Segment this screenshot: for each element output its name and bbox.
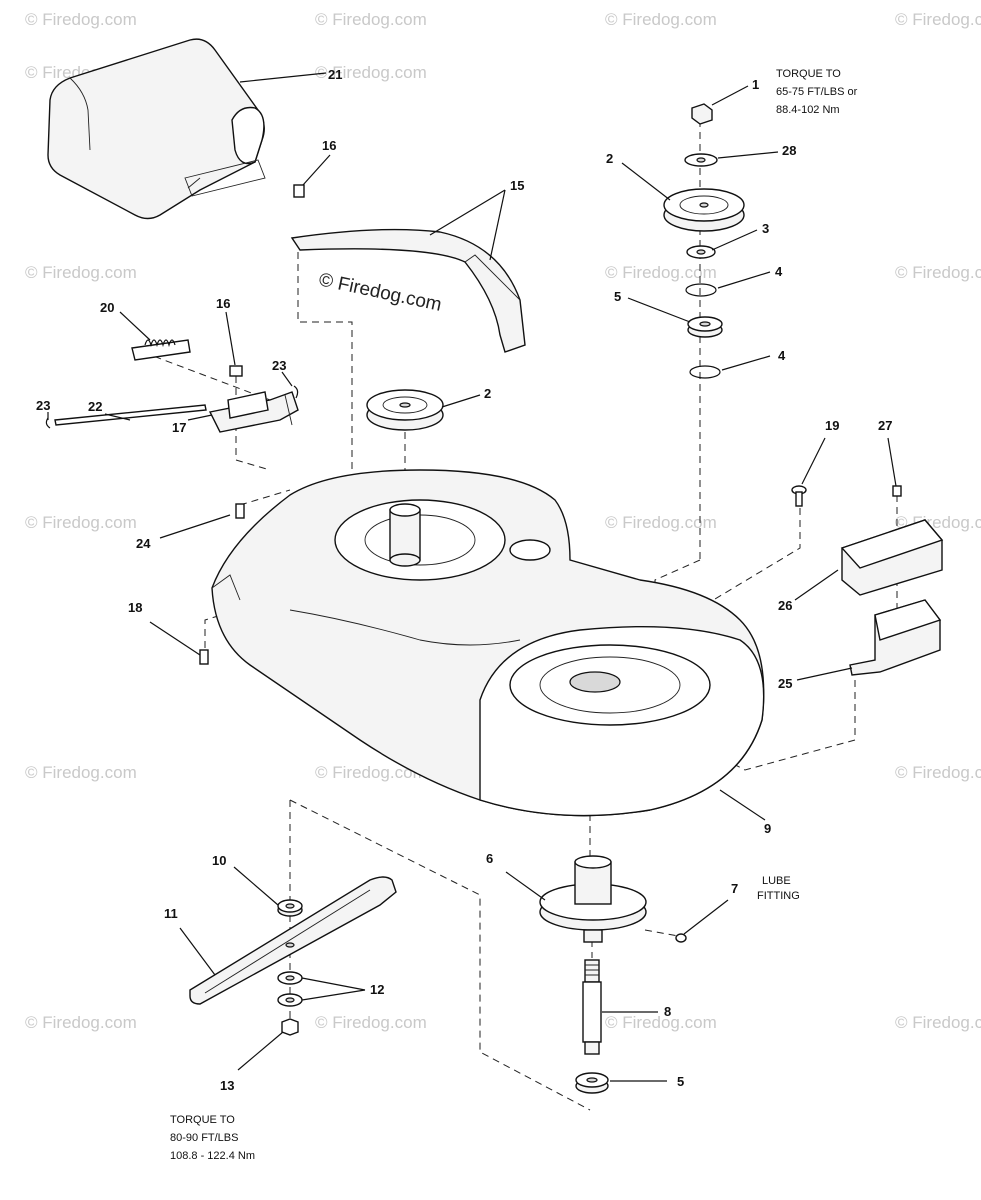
torque-note-top-line-2: 65-75 FT/LBS or [776, 86, 858, 98]
callout-8: 8 [664, 1004, 671, 1019]
callout-15: 15 [510, 178, 524, 193]
callout-23-right: 23 [272, 358, 286, 373]
watermark: © Firedog.com [895, 263, 981, 282]
callout-16-mid: 16 [216, 296, 230, 311]
callout-9: 9 [764, 821, 771, 836]
part-11-blade [189, 876, 397, 1005]
part-20-spring [131, 339, 191, 361]
callout-2-center: 2 [484, 386, 491, 401]
torque-note-bottom: TORQUE TO 80-90 FT/LBS 108.8 - 122.4 Nm [170, 1114, 255, 1162]
watermark: © Firedog.com [25, 513, 137, 532]
part-3-washer [686, 245, 716, 259]
part-24-bolt [235, 503, 245, 519]
callout-10: 10 [212, 853, 226, 868]
part-7-lube-fitting [675, 933, 687, 943]
watermark: © Firedog.com [605, 10, 717, 29]
callout-13: 13 [220, 1078, 234, 1093]
deck-spindle [389, 503, 421, 567]
part-5-bearing-top [687, 316, 723, 338]
part-4-ring-top [685, 283, 717, 297]
callout-5-top: 5 [614, 289, 621, 304]
callout-26: 26 [778, 598, 792, 613]
part-22-rod [54, 404, 207, 426]
callout-23-left: 23 [36, 398, 50, 413]
leader-lines [47, 72, 897, 1082]
watermark: © Firedog.com [25, 263, 137, 282]
callout-28: 28 [782, 143, 796, 158]
part-16-nut-top [293, 184, 305, 198]
watermark: © Firedog.com [605, 263, 717, 282]
watermark: © Firedog.com [605, 1013, 717, 1032]
lube-note: LUBE FITTING [757, 875, 800, 902]
part-13-nut [281, 1018, 299, 1036]
torque-note-bottom-line-2: 80-90 FT/LBS [170, 1132, 238, 1144]
callout-21: 21 [328, 67, 342, 82]
callout-18: 18 [128, 600, 142, 615]
callout-1: 1 [752, 77, 759, 92]
callout-12: 12 [370, 982, 384, 997]
torque-note-bottom-line-3: 108.8 - 122.4 Nm [170, 1150, 255, 1162]
callout-24: 24 [136, 536, 151, 551]
watermark: © Firedog.com [895, 763, 981, 782]
part-15-belt-guard [290, 228, 526, 353]
part-17-bracket [208, 391, 299, 433]
callout-4-bottom: 4 [778, 348, 786, 363]
part-6-spindle-housing [539, 855, 647, 943]
part-12-washer-top [277, 971, 303, 985]
part-8-shaft [582, 959, 602, 1055]
callout-labels: 21 1 2 28 3 4 5 4 2 15 16 20 16 23 23 22… [36, 67, 892, 1093]
part-9-mower-deck [211, 469, 765, 817]
torque-note-top: TORQUE TO 65-75 FT/LBS or 88.4-102 Nm [776, 68, 858, 116]
watermark: © Firedog.com [315, 63, 427, 82]
watermark: © Firedog.com [315, 1013, 427, 1032]
part-25-cover [849, 599, 942, 676]
watermark: © Firedog.com [605, 513, 717, 532]
callout-27: 27 [878, 418, 892, 433]
torque-note-top-line-1: TORQUE TO [776, 68, 841, 80]
part-26-cover [840, 519, 944, 596]
watermark: © Firedog.com [315, 763, 427, 782]
watermark: © Firedog.com [25, 763, 137, 782]
part-10-washer [277, 899, 303, 917]
callout-16-top: 16 [322, 138, 336, 153]
part-27-bolt [892, 485, 902, 497]
lube-note-line-1: LUBE [762, 875, 791, 887]
lube-note-line-2: FITTING [757, 890, 800, 902]
part-19-bolt [791, 485, 807, 507]
callout-4-top: 4 [775, 264, 783, 279]
part-2-pulley-right [663, 188, 745, 232]
part-21-deflector [47, 38, 266, 220]
callout-3: 3 [762, 221, 769, 236]
part-18-bolt [199, 649, 209, 665]
part-12-washer-bottom [277, 993, 303, 1007]
watermark: © Firedog.com [895, 1013, 981, 1032]
part-28-washer [684, 153, 718, 167]
torque-note-bottom-line-1: TORQUE TO [170, 1114, 235, 1126]
callout-17: 17 [172, 420, 186, 435]
callout-22: 22 [88, 399, 102, 414]
watermark: © Firedog.com [25, 10, 137, 29]
watermark: © Firedog.com [895, 10, 981, 29]
callout-19: 19 [825, 418, 839, 433]
callout-5-bottom: 5 [677, 1074, 684, 1089]
watermark: © Firedog.com [315, 10, 427, 29]
callout-25: 25 [778, 676, 792, 691]
watermark: © Firedog.com [25, 1013, 137, 1032]
part-16-bolt-mid [229, 365, 243, 377]
part-23-clip-right [293, 385, 299, 399]
callout-6: 6 [486, 851, 493, 866]
callout-20: 20 [100, 300, 114, 315]
torque-note-top-line-3: 88.4-102 Nm [776, 104, 840, 116]
part-5-bearing-bottom [575, 1072, 609, 1094]
callout-11: 11 [164, 906, 178, 921]
callout-2-right: 2 [606, 151, 613, 166]
part-4-ring-bottom [689, 365, 721, 379]
part-1-nut [691, 103, 713, 125]
callout-7: 7 [731, 881, 738, 896]
part-2-pulley-center [366, 389, 444, 431]
watermark-center: © Firedog.com [317, 269, 444, 316]
